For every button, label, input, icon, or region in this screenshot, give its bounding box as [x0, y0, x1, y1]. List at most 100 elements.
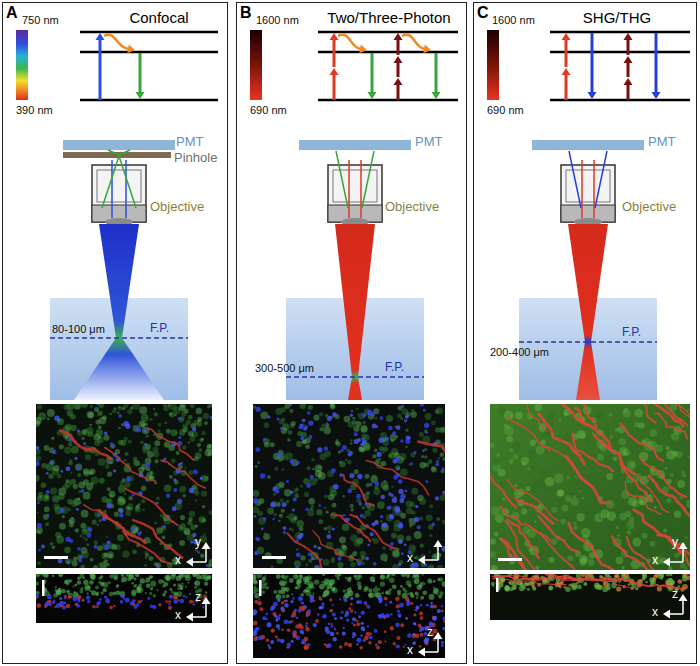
- signal-speck: [165, 576, 170, 581]
- signal-speck: [96, 602, 100, 606]
- arrow-head: [136, 92, 145, 99]
- signal-speck: [50, 542, 54, 546]
- signal-speck: [330, 587, 335, 592]
- signal-speck: [74, 404, 81, 410]
- signal-speck: [391, 486, 393, 488]
- signal-speck: [521, 510, 523, 512]
- wavelength-bar: [250, 30, 262, 100]
- signal-speck: [280, 582, 284, 586]
- signal-speck: [380, 520, 383, 523]
- signal-speck: [57, 474, 62, 479]
- signal-speck: [415, 609, 418, 612]
- signal-speck: [83, 492, 91, 500]
- signal-speck: [88, 488, 92, 492]
- signal-speck: [149, 541, 151, 543]
- signal-speck: [271, 501, 277, 507]
- signal-speck: [173, 592, 177, 596]
- signal-speck: [164, 484, 172, 492]
- signal-speck: [74, 457, 77, 460]
- signal-speck: [36, 582, 39, 586]
- signal-speck: [254, 515, 257, 518]
- signal-speck: [371, 538, 374, 541]
- signal-speck: [109, 606, 113, 610]
- signal-speck: [627, 530, 632, 535]
- signal-speck: [190, 436, 196, 442]
- signal-speck: [441, 581, 445, 587]
- fiber-streak: [350, 515, 396, 549]
- signal-speck: [150, 588, 152, 590]
- signal-speck: [117, 411, 120, 414]
- signal-speck: [400, 494, 405, 499]
- signal-speck: [305, 425, 308, 428]
- signal-speck: [36, 420, 40, 426]
- signal-speck: [439, 577, 443, 581]
- signal-speck: [307, 575, 312, 580]
- focal-plane-line: [286, 376, 424, 378]
- signal-speck: [44, 506, 50, 512]
- signal-speck: [336, 632, 339, 635]
- signal-speck: [173, 599, 178, 604]
- detector-bar: [63, 140, 175, 150]
- signal-speck: [341, 544, 346, 549]
- signal-speck: [358, 574, 363, 579]
- signal-speck: [199, 438, 203, 442]
- signal-speck: [344, 416, 351, 423]
- signal-speck: [441, 467, 444, 470]
- signal-speck: [350, 442, 353, 445]
- signal-speck: [80, 587, 83, 590]
- signal-speck: [303, 645, 308, 650]
- signal-speck: [305, 563, 308, 566]
- signal-speck: [347, 460, 352, 465]
- signal-speck: [558, 490, 565, 497]
- signal-speck: [253, 592, 255, 594]
- signal-speck: [356, 622, 360, 626]
- signal-speck: [515, 412, 523, 420]
- signal-speck: [397, 613, 401, 617]
- signal-speck: [317, 613, 320, 616]
- signal-speck: [59, 597, 62, 600]
- signal-speck: [597, 486, 605, 494]
- signal-speck: [299, 625, 304, 630]
- signal-speck: [206, 575, 211, 580]
- signal-speck: [260, 607, 264, 611]
- signal-speck: [332, 412, 337, 417]
- signal-speck: [273, 590, 277, 594]
- signal-speck: [348, 452, 352, 456]
- signal-speck: [93, 540, 98, 545]
- signal-speck: [415, 633, 420, 638]
- signal-speck: [625, 511, 632, 518]
- signal-speck: [135, 574, 139, 577]
- signal-speck: [88, 527, 93, 532]
- signal-speck: [81, 489, 85, 493]
- signal-speck: [332, 612, 336, 616]
- signal-speck: [205, 449, 212, 456]
- signal-speck: [135, 506, 141, 512]
- signal-speck: [296, 487, 299, 490]
- signal-speck: [94, 440, 100, 446]
- signal-speck: [412, 547, 414, 549]
- signal-speck: [257, 461, 260, 464]
- signal-speck: [414, 563, 419, 568]
- signal-speck: [398, 523, 403, 528]
- signal-speck: [490, 551, 496, 558]
- signal-speck: [298, 425, 303, 430]
- signal-speck: [376, 452, 381, 457]
- signal-speck: [183, 595, 186, 598]
- signal-speck: [278, 452, 283, 457]
- signal-speck: [111, 445, 114, 448]
- signal-speck: [426, 514, 433, 521]
- signal-speck: [156, 497, 160, 501]
- signal-speck: [362, 421, 366, 425]
- signal-speck: [71, 517, 74, 520]
- signal-speck: [420, 633, 424, 637]
- signal-speck: [408, 518, 412, 522]
- signal-speck: [36, 461, 40, 466]
- signal-speck: [398, 563, 401, 566]
- signal-speck: [107, 471, 112, 476]
- signal-speck: [265, 613, 268, 616]
- signal-speck: [60, 508, 65, 513]
- objective-body: [561, 165, 615, 222]
- signal-speck: [439, 452, 444, 457]
- signal-speck: [361, 626, 366, 631]
- signal-speck: [154, 522, 157, 525]
